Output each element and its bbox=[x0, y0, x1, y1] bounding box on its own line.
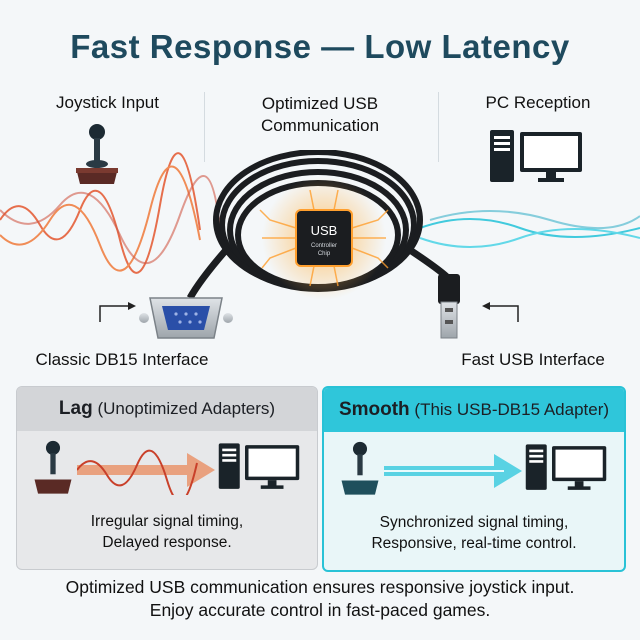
label-usb-communication-line2: Communication bbox=[260, 116, 380, 135]
desktop-pc-icon bbox=[218, 443, 300, 489]
lag-panel-subtitle: (Unoptimized Adapters) bbox=[97, 399, 276, 418]
label-db15-interface: Classic DB15 Interface bbox=[35, 350, 209, 369]
smooth-caption-line1: Synchronized signal timing, bbox=[379, 514, 569, 531]
label-joystick-input: Joystick Input bbox=[56, 93, 159, 112]
db15-connector-icon bbox=[139, 297, 233, 339]
desktop-pc-icon bbox=[525, 444, 607, 490]
smooth-panel-caption: Synchronized signal timing, Responsive, … bbox=[324, 512, 624, 554]
joystick-icon bbox=[341, 441, 379, 495]
label-usb-communication-line1: Optimized USB bbox=[261, 94, 379, 113]
smooth-caption-line2: Responsive, real-time control. bbox=[371, 535, 577, 552]
footer-text: Optimized USB communication ensures resp… bbox=[0, 576, 640, 622]
smooth-panel-header: Smooth (This USB-DB15 Adapter) bbox=[324, 388, 624, 432]
smooth-panel-title: Smooth bbox=[338, 399, 410, 420]
divider-left bbox=[204, 92, 205, 162]
smooth-arrow-icon bbox=[384, 454, 522, 488]
chip-label-usb: USB bbox=[311, 223, 338, 238]
usb-a-connector-icon bbox=[438, 274, 460, 339]
lag-panel: Lag (Unoptimized Adapters) Irregular sig… bbox=[16, 386, 318, 570]
smooth-signal-wave bbox=[419, 210, 640, 248]
lag-panel-caption: Irregular signal timing, Delayed respons… bbox=[17, 511, 317, 553]
desktop-pc-icon bbox=[490, 130, 582, 182]
smooth-panel: Smooth (This USB-DB15 Adapter) Synchroni… bbox=[322, 386, 626, 572]
lag-arrow-icon bbox=[77, 449, 215, 495]
label-usb-interface: Fast USB Interface bbox=[461, 350, 605, 369]
divider-right bbox=[438, 92, 439, 162]
chip-label-chip: Chip bbox=[318, 251, 331, 257]
lag-panel-title: Lag bbox=[58, 398, 93, 419]
page-title: Fast Response — Low Latency bbox=[70, 28, 570, 65]
footer-line1: Optimized USB communication ensures resp… bbox=[65, 577, 575, 597]
smooth-panel-body bbox=[324, 432, 624, 512]
chip-label-controller: Controller bbox=[311, 243, 337, 249]
footer-line2: Enjoy accurate control in fast-paced gam… bbox=[149, 600, 491, 620]
lag-panel-header: Lag (Unoptimized Adapters) bbox=[17, 387, 317, 431]
lag-signal-wave bbox=[0, 152, 221, 274]
joystick-icon bbox=[34, 440, 72, 494]
joystick-icon bbox=[76, 124, 118, 184]
label-usb-communication: Optimized USB Communication bbox=[220, 93, 420, 137]
hero-cable-illustration: USB Controller Chip bbox=[0, 150, 640, 339]
lag-caption-line2: Delayed response. bbox=[102, 534, 232, 551]
label-pc-reception: PC Reception bbox=[485, 93, 591, 112]
usb-chip-icon bbox=[295, 209, 353, 267]
lag-caption-line1: Irregular signal timing, bbox=[90, 513, 244, 530]
lag-panel-body bbox=[17, 431, 317, 511]
smooth-panel-subtitle: (This USB-DB15 Adapter) bbox=[414, 400, 610, 419]
